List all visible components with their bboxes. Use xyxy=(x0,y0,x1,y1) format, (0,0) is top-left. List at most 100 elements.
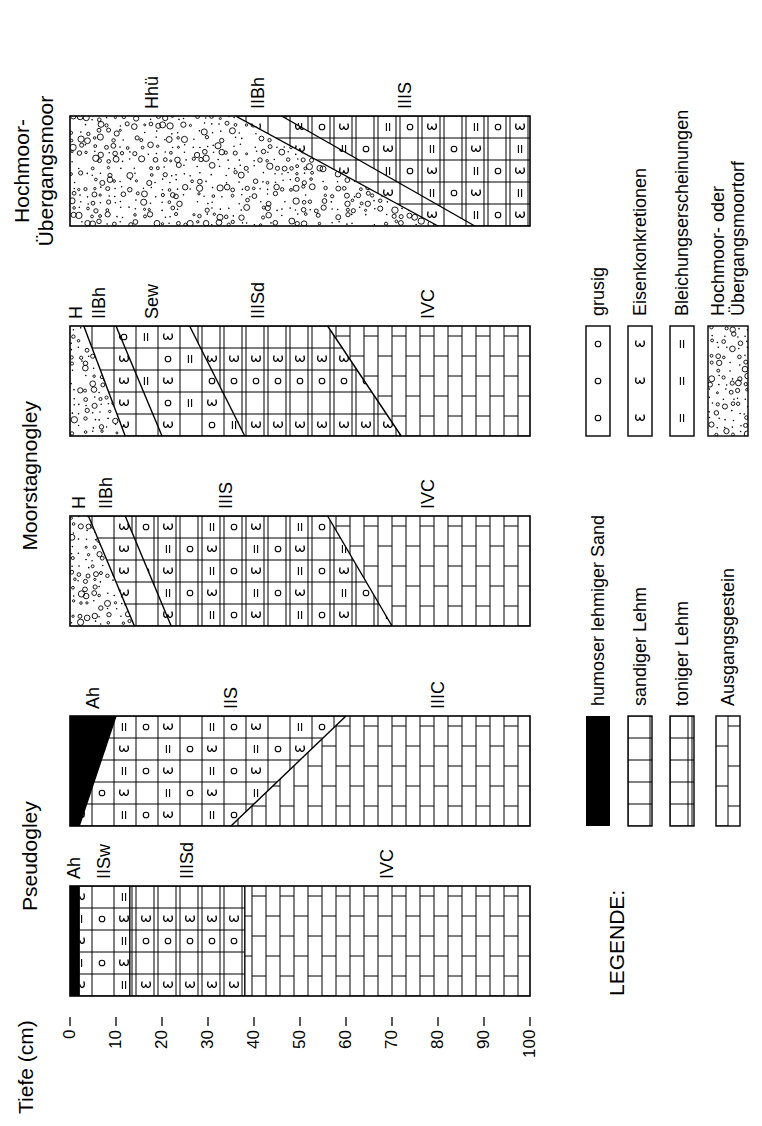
grid-line xyxy=(330,326,331,436)
brick-line xyxy=(252,806,266,807)
brick-line xyxy=(252,766,266,767)
brick-line xyxy=(378,886,379,996)
peat-stipple xyxy=(263,172,265,174)
peat-stipple xyxy=(240,209,242,211)
horizon-boundary xyxy=(116,326,162,436)
horizon-boundary xyxy=(244,886,245,996)
iron-concretion-symbol xyxy=(76,378,85,384)
peat-stipple xyxy=(738,341,743,346)
iron-concretion-symbol xyxy=(76,546,85,552)
bleaching-symbol xyxy=(298,123,299,131)
peat-stipple xyxy=(139,156,145,162)
peat-stipple xyxy=(70,362,73,365)
peat-stipple xyxy=(111,143,116,148)
gravel-symbol xyxy=(231,812,237,818)
peat-stipple xyxy=(168,222,170,224)
grid-line xyxy=(136,516,137,626)
peat-stipple xyxy=(169,151,172,154)
brick-line xyxy=(350,956,364,957)
brick-line xyxy=(490,916,504,917)
peat-stipple xyxy=(318,222,321,225)
peat-stipple xyxy=(73,398,75,400)
gravel-symbol xyxy=(319,378,325,384)
bleaching-symbol xyxy=(301,523,302,531)
iron-concretion-symbol xyxy=(208,422,217,428)
peat-stipple xyxy=(732,378,734,380)
peat-stipple xyxy=(98,616,100,618)
grid-line xyxy=(130,908,245,909)
peat-stipple xyxy=(399,215,403,219)
peat-stipple xyxy=(98,121,104,127)
peat-stipple xyxy=(242,222,244,224)
grid-line xyxy=(286,326,287,436)
iron-concretion-symbol xyxy=(516,168,525,174)
peat-stipple xyxy=(716,427,718,429)
grid-line xyxy=(308,116,309,226)
peat-stipple xyxy=(72,191,76,195)
bleaching-symbol xyxy=(213,523,214,531)
depth-tick: 20 xyxy=(152,1030,172,1049)
brick-line xyxy=(378,746,392,747)
depth-tick: 80 xyxy=(428,1030,448,1049)
brick-line xyxy=(716,786,728,787)
iron-concretion-symbol xyxy=(208,400,217,406)
peat-stipple xyxy=(164,139,166,141)
horizon-boundary xyxy=(190,326,245,436)
peat-stipple xyxy=(183,194,185,196)
brick-line xyxy=(490,326,491,436)
brick-line xyxy=(378,546,392,547)
peat-stipple xyxy=(72,615,74,617)
peat-stipple xyxy=(745,398,747,400)
peat-stipple xyxy=(345,201,350,206)
brick-line xyxy=(434,746,448,747)
brick-line xyxy=(392,566,406,567)
brick-line xyxy=(322,516,323,626)
brick-line xyxy=(308,896,322,897)
peat-stipple xyxy=(725,388,727,390)
peat-stipple xyxy=(239,159,241,161)
gravel-symbol xyxy=(319,124,325,130)
peat-stipple xyxy=(217,214,223,220)
brick-line xyxy=(378,326,379,436)
legend-title: LEGENDE: xyxy=(605,890,629,996)
brick-line xyxy=(336,886,337,996)
bleaching-symbol xyxy=(683,414,684,422)
brick-line xyxy=(266,956,280,957)
peat-stipple xyxy=(177,137,180,140)
bleaching-symbol xyxy=(166,589,167,597)
iron-concretion-symbol xyxy=(142,916,151,922)
peat-stipple xyxy=(108,403,110,405)
grid-line xyxy=(180,716,181,826)
grid-line xyxy=(422,116,423,226)
legend-swatch xyxy=(586,326,610,436)
brick-line xyxy=(336,606,350,607)
peat-stipple xyxy=(100,623,102,625)
bleaching-symbol xyxy=(683,340,684,348)
peat-stipple xyxy=(356,193,361,198)
peat-stipple xyxy=(122,161,124,163)
brick-line xyxy=(294,716,295,826)
grid-line xyxy=(220,886,221,996)
peat-stipple xyxy=(228,168,230,170)
peat-stipple xyxy=(203,155,209,161)
peat-stipple xyxy=(95,419,97,421)
peat-stipple xyxy=(97,552,102,557)
horizon-boundary xyxy=(328,516,392,626)
peat-stipple xyxy=(107,128,111,132)
bleaching-symbol xyxy=(680,340,681,348)
brick-line xyxy=(476,376,490,377)
gravel-symbol xyxy=(187,590,193,596)
iron-concretion-symbol xyxy=(296,190,305,196)
peat-stipple xyxy=(212,195,215,198)
brick-line xyxy=(476,566,490,567)
grid-line xyxy=(670,782,694,783)
bleaching-symbol xyxy=(518,189,519,197)
peat-stipple xyxy=(150,202,152,204)
grid-line xyxy=(422,116,423,226)
iron-concretion-symbol xyxy=(164,768,173,774)
brick-line xyxy=(322,786,336,787)
brick-line xyxy=(434,916,448,917)
peat-stipple xyxy=(128,187,133,192)
peat-stipple xyxy=(730,381,734,385)
peat-stipple xyxy=(106,574,110,578)
